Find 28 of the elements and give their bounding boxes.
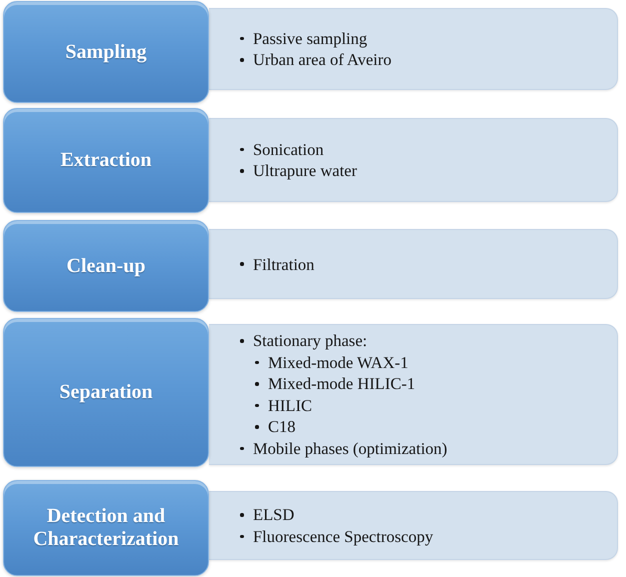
detail-panel [209, 324, 618, 465]
bullet-text: Ultrapure water [253, 160, 357, 182]
step-title: Clean-up [66, 254, 146, 278]
bullet-text: Fluorescence Spectroscopy [253, 526, 434, 547]
bullet-text: Mixed-mode WAX-1 [268, 352, 408, 373]
detail-panel [209, 8, 618, 90]
step-box [3, 1, 209, 103]
bullet-text: ELSD [253, 504, 294, 526]
step-title: Detection and Characterization [32, 505, 180, 551]
detail-panel [209, 118, 618, 202]
step-box [3, 318, 209, 467]
step-title: Sampling [65, 40, 147, 64]
bullet-text: Mixed-mode HILIC-1 [268, 373, 416, 394]
bullet-text: HILIC [268, 394, 312, 416]
bullet-text: Passive sampling [253, 28, 368, 49]
step-title: Separation [59, 381, 153, 404]
bullet-text: Sonication [253, 138, 324, 160]
bullet-text: Filtration [253, 254, 314, 274]
bullet-text: Mobile phases (optimization) [253, 438, 448, 459]
step-box [3, 108, 209, 213]
bullet-text: Stationary phase: [253, 330, 368, 352]
detail-panel [209, 491, 618, 560]
detail-panel [209, 229, 618, 299]
step-box [3, 480, 209, 576]
bullet-text: C18 [268, 416, 296, 438]
step-title: Extraction [60, 149, 152, 172]
bullet-text: Urban area of Aveiro [253, 49, 392, 70]
step-box [3, 220, 209, 312]
